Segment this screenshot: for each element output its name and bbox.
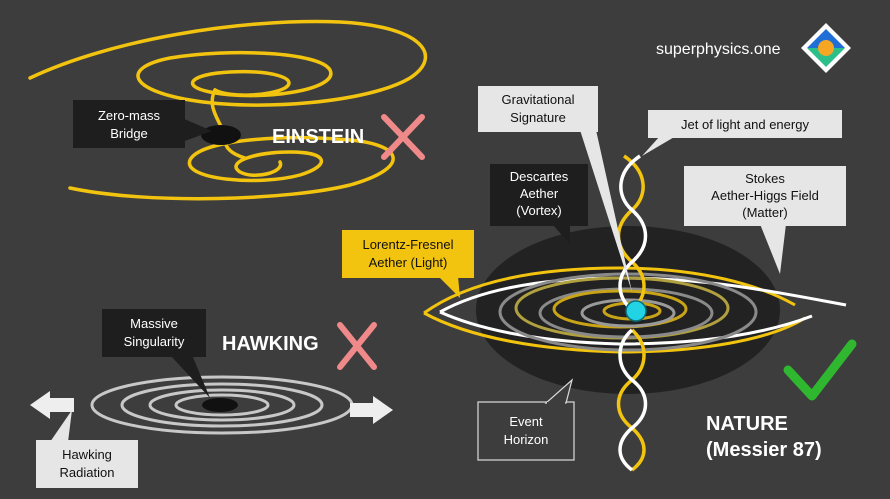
nature-title-line1: NATURE bbox=[706, 413, 788, 435]
superphysics-logo-icon bbox=[801, 23, 851, 73]
bridge-label-line1: Zero-mass bbox=[98, 108, 161, 123]
descartes-line1: Descartes bbox=[510, 169, 569, 184]
einstein-bridge-dot bbox=[201, 125, 241, 145]
radiation-label-line2: Radiation bbox=[60, 465, 115, 480]
radiation-label-line1: Hawking bbox=[62, 447, 112, 462]
einstein-bridge-callout: Zero-mass Bridge bbox=[73, 100, 212, 148]
hawking-radiation-arrows bbox=[30, 391, 393, 424]
singularity-label-line2: Singularity bbox=[124, 334, 185, 349]
descartes-aether-callout: Descartes Aether (Vortex) bbox=[490, 164, 588, 244]
gravitational-line2: Signature bbox=[510, 110, 566, 125]
stokes-line1: Stokes bbox=[745, 171, 785, 186]
bridge-label-line2: Bridge bbox=[110, 126, 148, 141]
brand-site-text: superphysics.one bbox=[656, 41, 781, 58]
lorentz-line2: Aether (Light) bbox=[369, 255, 448, 270]
singularity-dot bbox=[202, 398, 238, 412]
singularity-callout: Massive Singularity bbox=[102, 309, 210, 398]
lorentz-line1: Lorentz-Fresnel bbox=[362, 237, 453, 252]
gravitational-signature-callout: Gravitational Signature bbox=[478, 86, 632, 292]
hawking-cross-icon bbox=[337, 322, 377, 370]
nature-checkmark-icon bbox=[783, 339, 857, 401]
jet-label: Jet of light and energy bbox=[681, 117, 809, 132]
hawking-title: HAWKING bbox=[222, 333, 319, 355]
jet-label-callout: Jet of light and energy bbox=[642, 110, 842, 156]
nature-title-line2: (Messier 87) bbox=[706, 439, 822, 461]
core-center-dot bbox=[625, 300, 647, 322]
event-line1: Event bbox=[509, 414, 543, 429]
descartes-line3: (Vortex) bbox=[516, 203, 562, 218]
singularity-label-line1: Massive bbox=[130, 316, 178, 331]
descartes-line2: Aether bbox=[520, 186, 559, 201]
stokes-line2: Aether-Higgs Field bbox=[711, 188, 819, 203]
event-line2: Horizon bbox=[504, 432, 549, 447]
einstein-cross-icon bbox=[381, 114, 425, 160]
lorentz-fresnel-callout: Lorentz-Fresnel Aether (Light) bbox=[342, 230, 474, 298]
stokes-aether-higgs-callout: Stokes Aether-Higgs Field (Matter) bbox=[684, 166, 846, 274]
einstein-title: EINSTEIN bbox=[272, 126, 364, 148]
radiation-arrow-left-icon bbox=[30, 391, 74, 419]
gravitational-line1: Gravitational bbox=[502, 92, 575, 107]
hawking-radiation-callout: Hawking Radiation bbox=[36, 410, 138, 488]
stokes-line3: (Matter) bbox=[742, 205, 788, 220]
event-horizon-callout: Event Horizon bbox=[477, 378, 575, 461]
radiation-arrow-right-icon bbox=[350, 396, 393, 424]
